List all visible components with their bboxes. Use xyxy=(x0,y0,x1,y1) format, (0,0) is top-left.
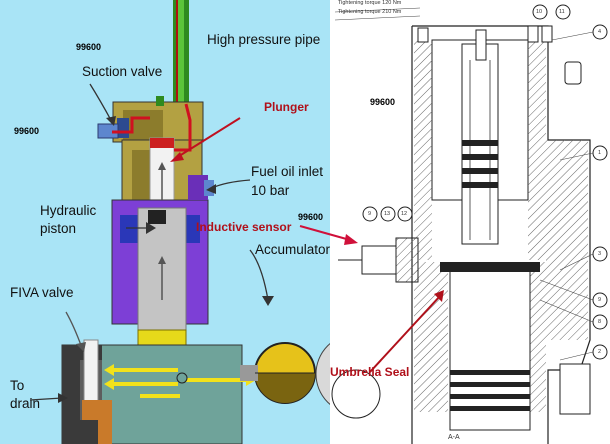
umbrella-seal-label: Umbrella Seal xyxy=(330,365,410,379)
balloon-number: 2 xyxy=(598,349,602,355)
balloon-number: 11 xyxy=(559,9,565,15)
drain-label: drain xyxy=(10,396,41,411)
code-left-1: 99600 xyxy=(76,42,102,52)
code-middle: 99600 xyxy=(298,212,324,222)
piston-label: piston xyxy=(40,221,77,236)
balloon-number: 9 xyxy=(368,211,372,217)
inductive-sensor-label: Inductive sensor xyxy=(196,220,292,234)
suction-valve-label: Suction valve xyxy=(82,64,163,79)
balloon-number: 8 xyxy=(598,319,602,325)
balloon-number: 10 xyxy=(536,9,543,15)
torque-note-2: Tightening torque 210 Nm xyxy=(338,9,402,15)
balloon-number: 13 xyxy=(384,211,391,217)
high-pressure-pipe-label: High pressure pipe xyxy=(207,32,321,47)
balloon-number: 4 xyxy=(598,29,602,35)
code-left-2: 99600 xyxy=(14,126,40,136)
balloon-number: 3 xyxy=(598,251,602,257)
fiva-valve-label: FIVA valve xyxy=(10,285,74,300)
balloon-number: 12 xyxy=(401,211,408,217)
balloon-number: 1 xyxy=(598,150,602,156)
fuel-oil-pressure-label: 10 bar xyxy=(251,183,290,198)
balloon-number: 9 xyxy=(598,297,602,303)
fuel-oil-inlet-label: Fuel oil inlet xyxy=(251,164,324,179)
code-right-1: 99600 xyxy=(370,97,396,107)
hydraulic-label: Hydraulic xyxy=(40,203,97,218)
section-label: A-A xyxy=(448,434,460,441)
plunger-label: Plunger xyxy=(264,100,309,114)
torque-note-1: Tightening torque 120 Nm xyxy=(338,0,402,6)
accumulator-label: Accumulator xyxy=(255,242,331,257)
to-label: To xyxy=(10,378,25,393)
